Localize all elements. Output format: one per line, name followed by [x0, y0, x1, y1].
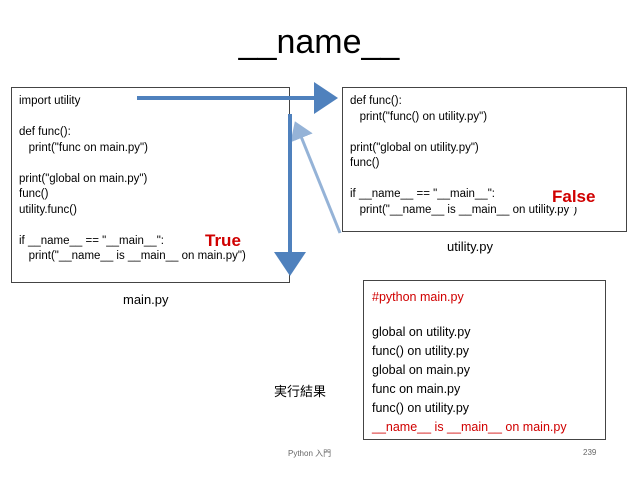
output-box: #python main.py global on utility.py fun… — [363, 280, 606, 440]
footer-label: Python 入門 — [288, 449, 332, 458]
main-code-line: if __name__ == "__main__": — [19, 234, 164, 247]
main-code-line: def func(): — [19, 126, 71, 138]
utility-code-line: print("global on utility.py") — [350, 141, 479, 154]
utility-code-line: func() — [350, 157, 380, 169]
utility-code-box: def func(): print("func() on utility.py"… — [342, 87, 627, 232]
main-code-box: import utility def func(): print("func o… — [11, 87, 290, 283]
output-line: global on utility.py — [372, 324, 471, 339]
output-command: #python main.py — [372, 290, 464, 304]
main-caption: main.py — [123, 292, 169, 307]
main-code-line: func() — [19, 188, 49, 200]
main-code-line: print("global on main.py") — [19, 172, 148, 185]
result-label: 実行結果 — [274, 384, 327, 399]
main-code-line: import utility — [19, 95, 81, 107]
output-blank — [372, 307, 597, 323]
utility-code-line — [350, 172, 619, 188]
main-code-line — [19, 110, 282, 126]
output-line: func on main.py — [372, 381, 461, 396]
utility-code-line — [350, 125, 619, 141]
utility-code-line: print("func() on utility.py") — [350, 110, 488, 123]
utility-code-line: def func(): — [350, 95, 402, 107]
main-code-line: print("func on main.py") — [19, 141, 148, 154]
slide-title: __name__ — [238, 23, 400, 61]
return-arrow — [290, 121, 342, 234]
main-code-line — [19, 218, 282, 234]
page-number: 239 — [583, 448, 597, 457]
output-last-line: __name__ is __main__ on main.py — [372, 419, 567, 434]
false-tag: False — [552, 187, 596, 207]
main-code-line: print("__name__ is __main__ on main.py") — [19, 250, 246, 262]
utility-caption: utility.py — [447, 239, 493, 254]
main-code-line: utility.func() — [19, 203, 77, 216]
utility-code-line: if __name__ == "__main__": — [350, 188, 495, 200]
output-line: global on main.py — [372, 362, 470, 377]
true-tag: True — [205, 231, 241, 250]
main-code-line — [19, 156, 282, 172]
output-line: func() on utility.py — [372, 343, 470, 358]
utility-code-line: print("__name__ is __main__ on utility.p… — [350, 203, 578, 216]
output-line: func() on utility.py — [372, 400, 470, 415]
